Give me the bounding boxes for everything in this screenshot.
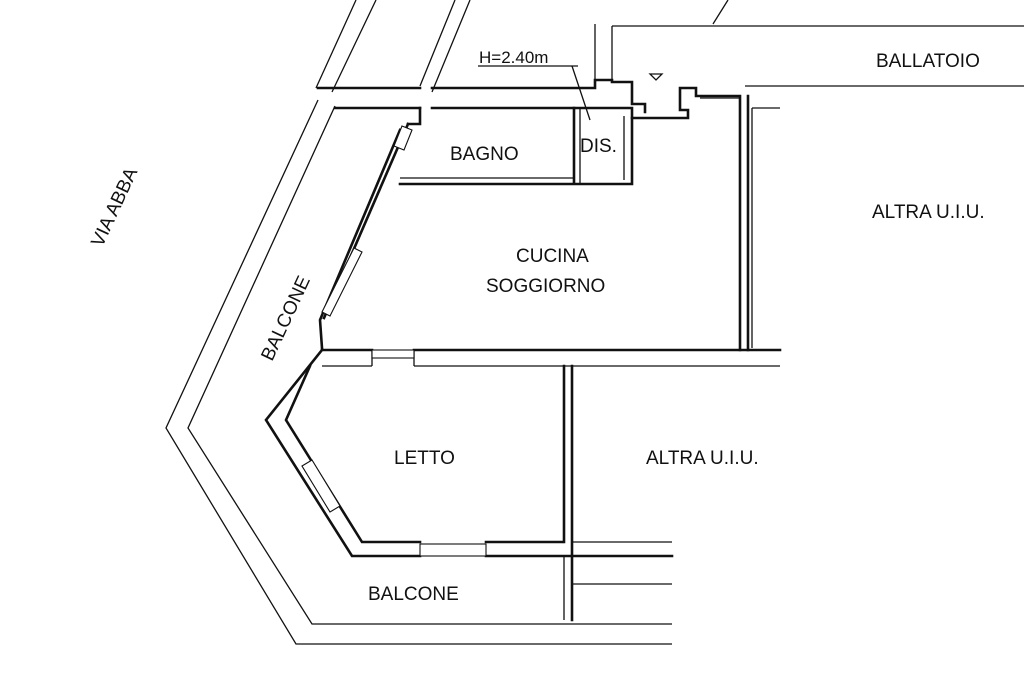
balcony-outline — [165, 99, 672, 645]
door-opening — [371, 349, 415, 359]
height-note-label: H=2.40m — [479, 48, 548, 67]
window-letto-bottom — [419, 543, 487, 557]
window-balcone-top — [393, 125, 413, 151]
window-balcone-upper — [321, 247, 363, 317]
height-annotation — [478, 65, 591, 121]
ballatoio-label: BALLATOIO — [876, 51, 980, 72]
window-letto-side — [301, 459, 341, 513]
soggiorno-label: SOGGIORNO — [486, 276, 605, 297]
windows — [301, 125, 487, 557]
letto-label: LETTO — [394, 448, 455, 469]
cucina-label: CUCINA — [516, 246, 589, 267]
altra-uiu-top-label: ALTRA U.I.U. — [872, 202, 985, 223]
bagno-label: BAGNO — [450, 144, 519, 165]
balcone-bottom-label: BALCONE — [368, 584, 459, 605]
ballatoio-corridor — [594, 24, 1024, 87]
altra-uiu-bottom-label: ALTRA U.I.U. — [646, 448, 759, 469]
level-marker-icon — [648, 73, 664, 81]
apartment-walls — [264, 78, 782, 622]
top-diagonal-lines — [315, 0, 729, 93]
balcone-side-label: BALCONE — [257, 273, 314, 364]
dis-label: DIS. — [580, 136, 617, 157]
street-label: VIA ABBA — [87, 164, 142, 250]
